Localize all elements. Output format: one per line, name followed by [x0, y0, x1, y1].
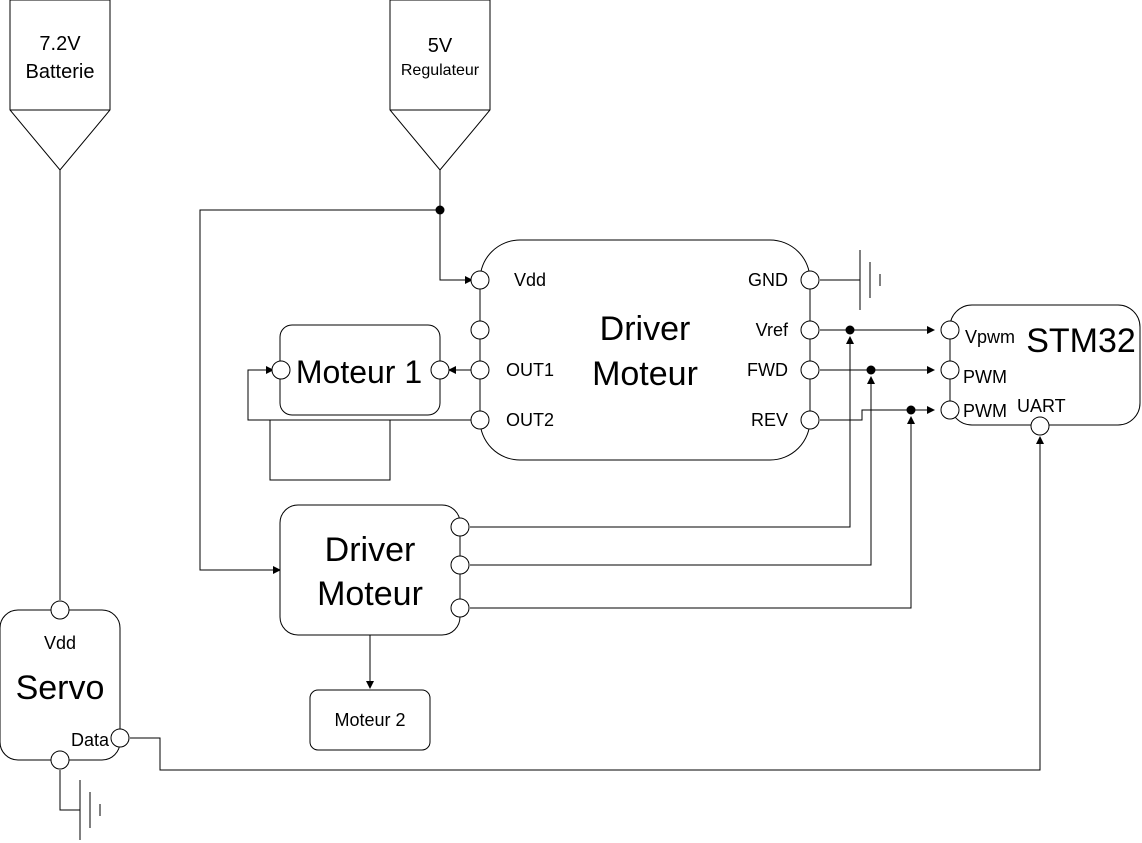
stm32-pin-pwm1: [940, 360, 960, 380]
wire-out2-motor1: [247, 366, 472, 421]
stm32-pin-uart: [1030, 416, 1050, 436]
junction-dots: [435, 205, 916, 415]
driver2-title-line2: Moteur: [317, 575, 423, 613]
driver1-title-line1: Driver: [600, 310, 691, 348]
battery-name-label: Batterie: [26, 61, 95, 83]
wire-loop: [269, 420, 391, 481]
battery-voltage-label: 7.2V: [39, 33, 81, 55]
regulator-source: 5V Regulateur: [389, 0, 491, 171]
moteur1-pin-right: [430, 360, 450, 380]
driver1-pin-vref: [800, 320, 820, 340]
wire-5v-driver1-vdd: [439, 210, 473, 284]
driver2-pin-1: [450, 517, 470, 537]
stm32-title: STM32: [1026, 322, 1136, 360]
wire-rev-pwm: [820, 406, 935, 421]
wire-driver2-pin2: [470, 376, 875, 566]
driver1-pin-fwd-label: FWD: [747, 360, 788, 380]
driver1-pin-vdd-label: Vdd: [514, 270, 546, 290]
servo-pin-gnd: [50, 750, 70, 770]
servo-pin-vdd-label: Vdd: [44, 633, 76, 653]
junction-vref: [845, 325, 855, 335]
wire-driver2-pin3: [470, 416, 915, 609]
moteur-1: Moteur 1: [271, 324, 450, 416]
driver1-pin-gnd: [800, 270, 820, 290]
stm32-pin-uart-label: UART: [1017, 396, 1066, 416]
junction-fwd: [866, 365, 876, 375]
servo-title: Servo: [16, 669, 105, 707]
moteur1-label: Moteur 1: [296, 354, 422, 390]
stm32-pin-vpwm: [940, 320, 960, 340]
moteur-2: Moteur 2: [309, 689, 431, 751]
stm32-pin-vpwm-label: Vpwm: [965, 327, 1015, 347]
driver1-pin-out1-label: OUT1: [506, 360, 554, 380]
driver2-pin-2: [450, 555, 470, 575]
moteur2-label: Moteur 2: [334, 710, 405, 730]
ground-symbol-driver1: [859, 250, 881, 310]
junction-rev: [906, 405, 916, 415]
regulator-name-label: Regulateur: [401, 62, 480, 79]
regulator-voltage-label: 5V: [428, 35, 453, 57]
driver1-pin-gnd-label: GND: [748, 270, 788, 290]
wire-servo-gnd: [59, 770, 80, 811]
moteur1-pin-left: [271, 360, 291, 380]
driver1-pin-out2: [470, 410, 490, 430]
servo-pin-data-label: Data: [71, 730, 110, 750]
driver-moteur-1: Driver Moteur Vdd OUT1 OUT2 GND Vref FWD…: [470, 239, 820, 461]
wires: [59, 170, 1044, 811]
servo: Vdd Servo Data: [0, 600, 130, 770]
driver-moteur-2: Driver Moteur: [279, 504, 470, 636]
junction-5v: [435, 205, 445, 215]
stm32-pin-pwm2: [940, 400, 960, 420]
wire-5v-driver2: [199, 209, 440, 574]
driver2-pin-3: [450, 598, 470, 618]
driver2-title-line1: Driver: [325, 531, 416, 569]
driver1-pin-out1: [470, 360, 490, 380]
driver1-pin-rev-label: REV: [751, 410, 788, 430]
driver1-pin-vref-label: Vref: [756, 320, 789, 340]
stm32-pin-pwm1-label: PWM: [963, 367, 1007, 387]
servo-pin-data: [110, 728, 130, 748]
driver1-title-line2: Moteur: [592, 355, 698, 393]
driver1-pin-rev: [800, 410, 820, 430]
driver1-pin-fwd: [800, 360, 820, 380]
driver1-pin-out2-label: OUT2: [506, 410, 554, 430]
stm32-pin-pwm2-label: PWM: [963, 401, 1007, 421]
battery-source: 7.2V Batterie: [9, 0, 111, 171]
driver1-pin-unused: [470, 320, 490, 340]
wire-data-uart: [130, 436, 1044, 771]
stm32: STM32 Vpwm PWM PWM UART: [940, 304, 1141, 436]
servo-pin-vdd: [50, 600, 70, 620]
ground-symbol-servo: [79, 780, 101, 840]
wire-driver2-pin1: [470, 336, 854, 528]
driver1-pin-vdd: [470, 270, 490, 290]
